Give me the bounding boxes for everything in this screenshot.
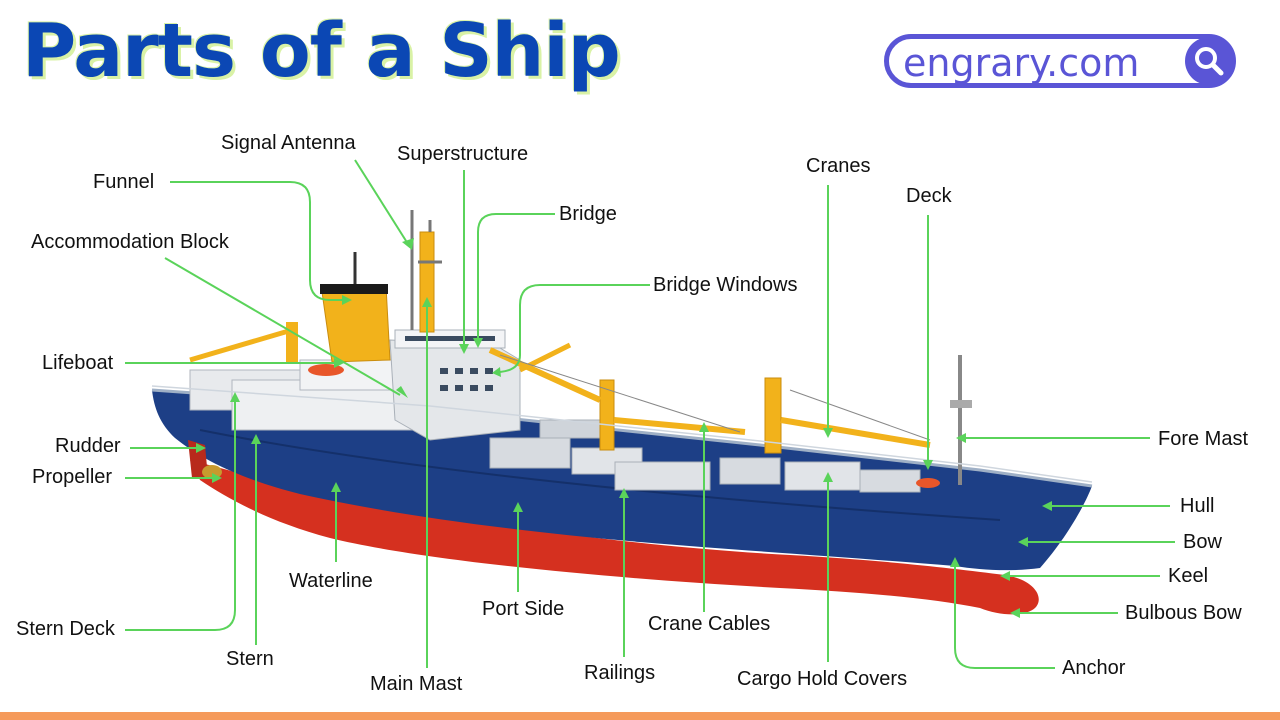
label-signal-antenna: Signal Antenna bbox=[221, 132, 356, 154]
search-button[interactable] bbox=[1185, 37, 1233, 85]
label-accommodation-block: Accommodation Block bbox=[31, 231, 230, 253]
label-railings: Railings bbox=[584, 662, 655, 684]
label-lifeboat: Lifeboat bbox=[42, 352, 114, 374]
label-cargo-hold-covers: Cargo Hold Covers bbox=[737, 668, 907, 690]
footer-bar bbox=[0, 712, 1280, 720]
label-bulbous-bow: Bulbous Bow bbox=[1125, 602, 1242, 624]
label-rudder: Rudder bbox=[55, 435, 121, 457]
label-cranes: Cranes bbox=[806, 155, 870, 177]
part-labels: Signal Antenna Superstructure Funnel Bri… bbox=[16, 132, 1248, 695]
page-title: Parts of a Ship bbox=[22, 8, 621, 94]
leader-lines bbox=[125, 159, 1175, 669]
label-funnel: Funnel bbox=[93, 171, 154, 193]
label-crane-cables: Crane Cables bbox=[648, 613, 770, 635]
label-stern: Stern bbox=[226, 648, 274, 670]
label-hull: Hull bbox=[1180, 495, 1214, 517]
label-bridge: Bridge bbox=[559, 203, 617, 225]
underwater-hull bbox=[190, 460, 1039, 615]
brand-text: engrary.com bbox=[903, 41, 1140, 85]
label-stern-deck: Stern Deck bbox=[16, 618, 116, 640]
brand-search-badge[interactable]: engrary.com bbox=[884, 34, 1236, 88]
funnel bbox=[321, 285, 391, 363]
label-deck: Deck bbox=[906, 185, 953, 207]
label-bow: Bow bbox=[1183, 531, 1222, 553]
label-fore-mast: Fore Mast bbox=[1158, 428, 1248, 450]
label-waterline: Waterline bbox=[289, 570, 373, 592]
label-keel: Keel bbox=[1168, 565, 1208, 587]
label-anchor: Anchor bbox=[1062, 657, 1126, 679]
label-superstructure: Superstructure bbox=[397, 143, 528, 165]
label-port-side: Port Side bbox=[482, 598, 564, 620]
label-main-mast: Main Mast bbox=[370, 673, 463, 695]
arrowheads bbox=[196, 238, 1052, 618]
label-propeller: Propeller bbox=[32, 466, 112, 488]
ship-illustration bbox=[151, 210, 1093, 615]
label-bridge-windows: Bridge Windows bbox=[653, 274, 798, 296]
search-icon bbox=[1195, 47, 1224, 76]
